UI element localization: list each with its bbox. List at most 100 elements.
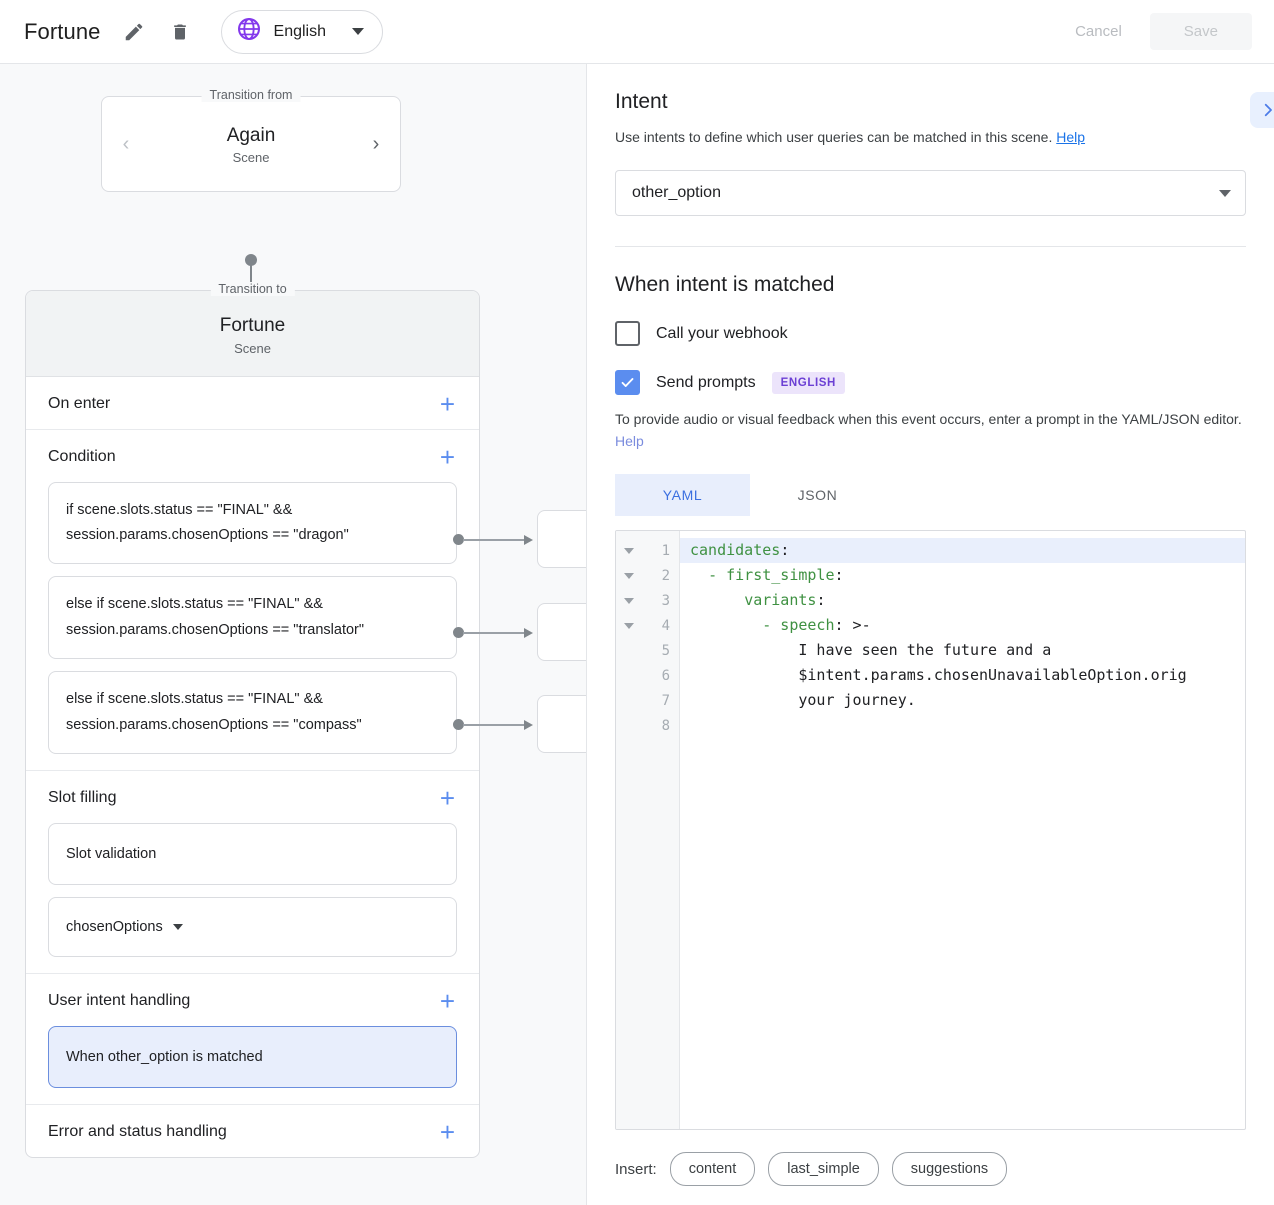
editor-gutter: 1 2 3 4 5 6 7 8 bbox=[616, 531, 680, 1130]
yaml-key: variants bbox=[744, 591, 817, 610]
condition-line-1: else if scene.slots.status == "FINAL" && bbox=[66, 596, 323, 613]
plus-icon[interactable]: + bbox=[439, 1116, 455, 1147]
trash-icon[interactable] bbox=[163, 15, 197, 49]
yaml-text: I have seen the future and a bbox=[798, 641, 1052, 660]
matched-heading: When intent is matched bbox=[615, 273, 835, 296]
condition-line-1: if scene.slots.status == "FINAL" && bbox=[66, 501, 293, 518]
code-line: variants: bbox=[680, 588, 1245, 613]
section-condition: Condition + if scene.slots.status == "FI… bbox=[26, 430, 479, 771]
intent-description-text: Use intents to define which user queries… bbox=[615, 129, 1057, 145]
condition-row[interactable]: if scene.slots.status == "FINAL" && sess… bbox=[48, 481, 457, 565]
plus-icon[interactable]: + bbox=[439, 441, 455, 472]
save-button[interactable]: Save bbox=[1149, 13, 1252, 50]
insert-chip-last-simple[interactable]: last_simple bbox=[768, 1152, 879, 1187]
transition-from-subtitle: Scene bbox=[232, 150, 270, 166]
prompt-hint: To provide audio or visual feedback when… bbox=[615, 409, 1246, 452]
insert-chip-suggestions[interactable]: suggestions bbox=[891, 1152, 1008, 1187]
top-bar: Fortune English Cancel Save bbox=[0, 0, 1274, 64]
check-icon bbox=[621, 378, 634, 387]
yaml-punct: : bbox=[834, 566, 844, 585]
gutter-line: 8 bbox=[616, 713, 679, 738]
code-editor[interactable]: 1 2 3 4 5 6 7 8 candidates: - first_simp… bbox=[615, 530, 1246, 1131]
send-prompts-row[interactable]: Send prompts ENGLISH bbox=[615, 370, 1246, 395]
gutter-line: 6 bbox=[616, 663, 679, 688]
code-line: $intent.params.chosenUnavailableOption.o… bbox=[680, 663, 1245, 688]
language-selector[interactable]: English bbox=[220, 9, 384, 54]
prompt-hint-text: To provide audio or visual feedback when… bbox=[615, 411, 1242, 427]
insert-chip-content[interactable]: content bbox=[669, 1152, 756, 1187]
pencil-icon[interactable] bbox=[117, 15, 151, 49]
code-line: candidates: bbox=[680, 538, 1245, 564]
slot-filling-list: Slot validation chosenOptions bbox=[26, 822, 479, 973]
transition-from-card[interactable]: Transition from ‹ Again Scene › bbox=[101, 88, 401, 192]
chevron-down-icon[interactable] bbox=[172, 923, 183, 930]
condition-connector-line bbox=[463, 539, 525, 541]
plus-icon[interactable]: + bbox=[439, 985, 455, 1016]
section-condition-head: Condition + bbox=[26, 430, 479, 482]
intent-description: Use intents to define which user queries… bbox=[615, 127, 1246, 148]
prompt-help-link[interactable]: Help bbox=[615, 432, 644, 449]
condition-connector-line bbox=[463, 632, 525, 634]
webhook-checkbox[interactable] bbox=[615, 321, 640, 346]
code-line: your journey. bbox=[680, 688, 1245, 713]
transition-to-subtitle: Scene bbox=[234, 340, 271, 356]
chevron-right-icon bbox=[1264, 103, 1272, 117]
scene-detail-panel: Transition to Fortune Scene On enter + C… bbox=[25, 282, 480, 1158]
slot-row-inner: chosenOptions bbox=[66, 919, 439, 935]
gutter-line: 3 bbox=[616, 588, 679, 613]
condition-target-card[interactable] bbox=[537, 695, 586, 753]
user-intent-list: When other_option is matched bbox=[26, 1025, 479, 1104]
webhook-label: Call your webhook bbox=[656, 324, 788, 342]
transition-from-name: Again bbox=[226, 124, 276, 146]
expand-panel-button[interactable] bbox=[1250, 92, 1274, 128]
transition-from-legend: Transition from bbox=[201, 88, 301, 102]
condition-row[interactable]: else if scene.slots.status == "FINAL" &&… bbox=[48, 576, 457, 660]
yaml-key: candidates bbox=[690, 541, 781, 560]
gutter-line: 7 bbox=[616, 688, 679, 713]
editor-code-area[interactable]: candidates: - first_simple: variants: - … bbox=[680, 531, 1245, 1129]
tab-yaml[interactable]: YAML bbox=[615, 474, 750, 517]
chevron-right-icon[interactable]: › bbox=[372, 132, 380, 155]
when-intent-matched-block: When intent is matched Call your webhook… bbox=[587, 247, 1274, 1131]
fold-triangle-icon[interactable] bbox=[624, 597, 634, 604]
chevron-down-icon bbox=[352, 28, 365, 35]
condition-row[interactable]: else if scene.slots.status == "FINAL" &&… bbox=[48, 671, 457, 754]
intent-select[interactable]: other_option bbox=[615, 170, 1246, 216]
webhook-checkbox-row[interactable]: Call your webhook bbox=[615, 321, 1246, 346]
condition-target-card[interactable] bbox=[537, 603, 586, 661]
line-number: 2 bbox=[661, 567, 670, 584]
cancel-button[interactable]: Cancel bbox=[1053, 13, 1144, 50]
slot-name-label: chosenOptions bbox=[66, 918, 163, 935]
plus-icon[interactable]: + bbox=[439, 388, 455, 419]
user-intent-row-selected[interactable]: When other_option is matched bbox=[48, 1025, 457, 1088]
fold-triangle-icon[interactable] bbox=[624, 572, 634, 579]
fold-triangle-icon[interactable] bbox=[624, 547, 634, 554]
intent-select-value: other_option bbox=[632, 184, 721, 201]
slot-validation-row[interactable]: Slot validation bbox=[48, 822, 457, 885]
section-on-enter-title: On enter bbox=[48, 394, 111, 412]
transition-from-body: Again Scene bbox=[136, 123, 366, 166]
chevron-left-icon[interactable]: ‹ bbox=[122, 132, 130, 155]
insert-toolbar: Insert: content last_simple suggestions bbox=[587, 1130, 1274, 1187]
plus-icon[interactable]: + bbox=[439, 782, 455, 813]
gutter-line: 2 bbox=[616, 563, 679, 588]
intent-detail-panel: Intent Use intents to define which user … bbox=[586, 64, 1274, 1205]
transition-to-card[interactable]: Transition to Fortune Scene bbox=[26, 282, 479, 377]
intent-help-link[interactable]: Help bbox=[1056, 129, 1086, 145]
fold-triangle-icon[interactable] bbox=[624, 622, 634, 629]
section-slot-filling-title: Slot filling bbox=[48, 788, 117, 806]
gutter-line: 5 bbox=[616, 638, 679, 663]
line-number: 7 bbox=[661, 692, 670, 709]
section-slot-filling: Slot filling + Slot validation chosenOpt… bbox=[26, 771, 479, 974]
condition-list: if scene.slots.status == "FINAL" && sess… bbox=[26, 481, 479, 770]
condition-line-1: else if scene.slots.status == "FINAL" && bbox=[66, 691, 323, 708]
tab-json[interactable]: JSON bbox=[797, 487, 838, 504]
send-prompts-checkbox[interactable] bbox=[615, 370, 640, 395]
code-line: - speech: >- bbox=[680, 613, 1245, 638]
slot-row[interactable]: chosenOptions bbox=[48, 896, 457, 957]
page-title: Fortune bbox=[24, 18, 101, 44]
condition-connector-dot bbox=[453, 627, 464, 638]
condition-target-card[interactable] bbox=[537, 510, 586, 568]
top-bar-actions: Cancel Save bbox=[1053, 13, 1274, 50]
